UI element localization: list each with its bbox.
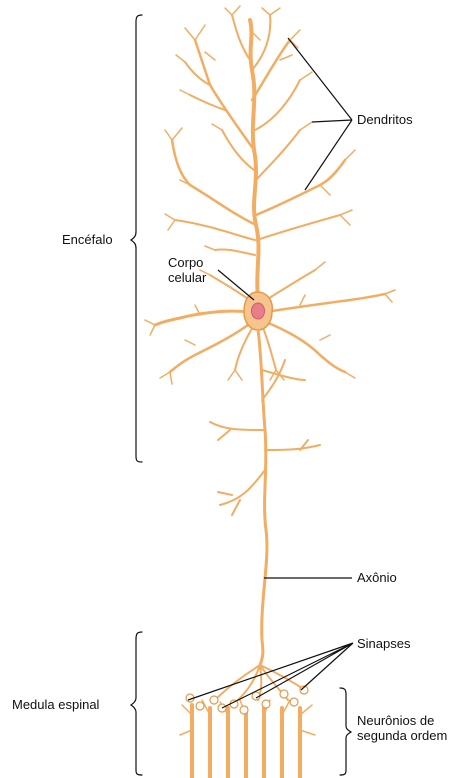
- corpo-line: [218, 270, 254, 300]
- encefalo-label: Encéfalo: [62, 232, 113, 247]
- dendritos-label: Dendritos: [357, 112, 413, 127]
- medula-label: Medula espinal: [12, 697, 99, 712]
- medula-bracket: [131, 632, 142, 775]
- neuronios-bracket: [340, 688, 351, 775]
- neuronios-line-1: Neurônios de: [357, 713, 447, 728]
- dendritos-line: [288, 38, 352, 190]
- corpo-celular-line-2: celular: [168, 270, 206, 285]
- corpo-celular-label: Corpo celular: [168, 255, 206, 285]
- axonio-label: Axônio: [357, 570, 397, 585]
- encefalo-bracket: [131, 15, 142, 462]
- cell-body: [244, 292, 272, 330]
- nucleus: [252, 303, 265, 319]
- axon: [210, 330, 320, 700]
- dendrites: [145, 6, 395, 384]
- sinapses-label: Sinapses: [357, 636, 410, 651]
- neuronios-line-2: segunda ordem: [357, 728, 447, 743]
- neuronios-label: Neurônios de segunda ordem: [357, 713, 447, 743]
- corpo-celular-line-1: Corpo: [168, 255, 206, 270]
